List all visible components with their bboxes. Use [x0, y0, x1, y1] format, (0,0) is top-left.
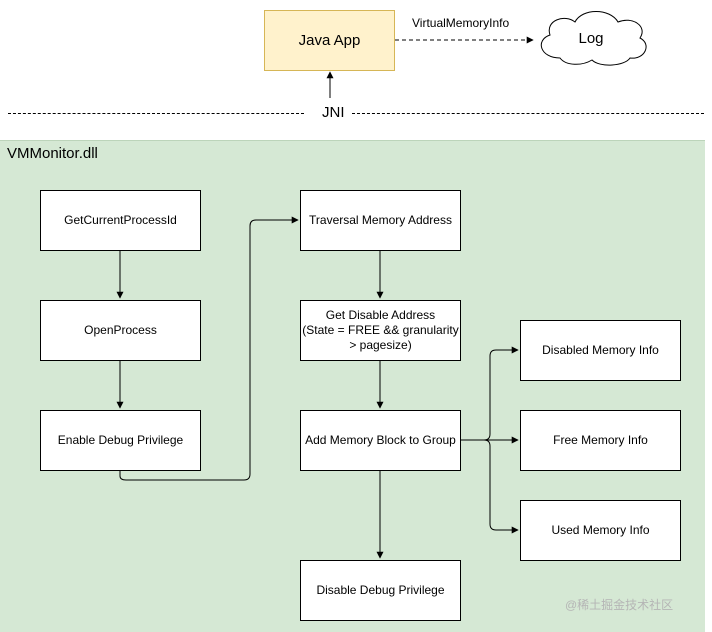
node-enable-debug-privilege: Enable Debug Privilege — [40, 410, 201, 471]
node-free-memory-info: Free Memory Info — [520, 410, 681, 471]
region-label: VMMonitor.dll — [7, 145, 98, 162]
virtual-memory-info-label: VirtualMemoryInfo — [412, 16, 510, 30]
node-used-memory-info: Used Memory Info — [520, 500, 681, 561]
jni-separator-right — [352, 113, 704, 114]
edge-addblock-to-used-info — [460, 439, 519, 534]
get-disable-address-line1: Get Disable Address — [325, 308, 436, 322]
node-get-current-process-id: GetCurrentProcessId — [40, 190, 201, 251]
jni-label: JNI — [318, 104, 349, 121]
node-traversal-memory-address: Traversal Memory Address — [300, 190, 461, 251]
get-disable-address-line2: (State = FREE && granularity — [302, 323, 459, 337]
log-cloud-shape — [540, 11, 647, 66]
watermark: @稀土掘金技术社区 — [565, 598, 674, 612]
node-disabled-memory-info: Disabled Memory Info — [520, 320, 681, 381]
edge-addblock-to-disabled-info — [460, 346, 519, 441]
java-app-node: Java App — [264, 10, 395, 71]
node-open-process: OpenProcess — [40, 300, 201, 361]
log-node: Log — [578, 30, 604, 47]
get-disable-address-line3: > pagesize) — [349, 338, 412, 352]
node-get-disable-address: Get Disable Address (State = FREE && gra… — [300, 300, 461, 361]
node-add-memory-block: Add Memory Block to Group — [300, 410, 461, 471]
node-disable-debug-privilege: Disable Debug Privilege — [300, 560, 461, 621]
edge-enable-to-traversal — [119, 216, 299, 481]
jni-separator-left — [8, 113, 304, 114]
